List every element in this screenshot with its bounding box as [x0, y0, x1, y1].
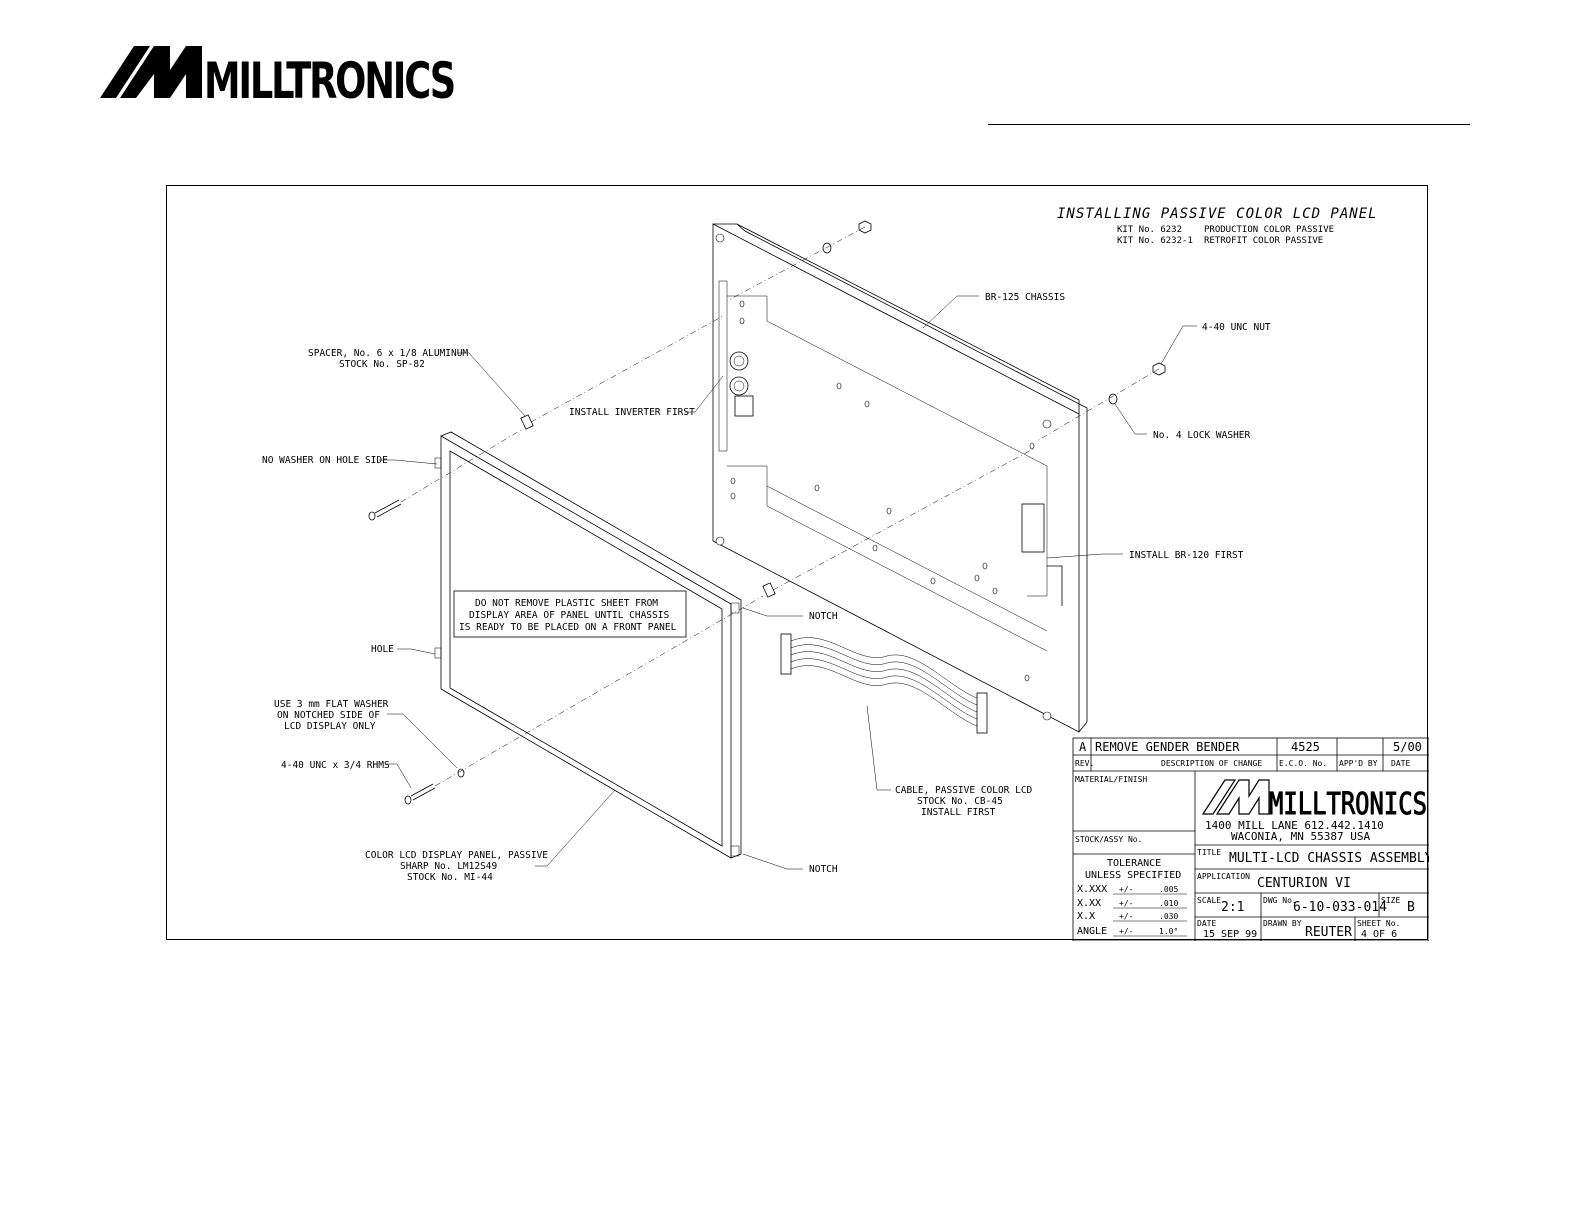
date-value: 15 SEP 99: [1203, 929, 1257, 940]
callout-panel-3: STOCK No. MI-44: [407, 872, 493, 883]
tol-pm-2: +/-: [1119, 899, 1133, 908]
warning-box: DO NOT REMOVE PLASTIC SHEET FROM DISPLAY…: [453, 590, 687, 638]
size-label: SIZE: [1381, 896, 1400, 905]
dwg-value: 6-10-033-014: [1293, 900, 1387, 915]
rev-letter: A: [1079, 740, 1087, 754]
callout-notch-top: NOTCH: [809, 611, 838, 622]
tol-key-3: X.X: [1077, 911, 1095, 922]
rev-eco: 4525: [1291, 740, 1320, 754]
warning-line-2: DISPLAY AREA OF PANEL UNTIL CHASSIS: [469, 610, 669, 621]
callout-flat-washer-2: ON NOTCHED SIDE OF: [277, 710, 380, 721]
hdr-eco: E.C.O. No.: [1279, 759, 1327, 768]
assembly-drawing: .ln { stroke:#000; stroke-width:0.8; fil…: [262, 206, 1429, 941]
hdr-date: DATE: [1391, 759, 1410, 768]
application-value: CENTURION VI: [1257, 876, 1351, 891]
tol-pm-1: +/-: [1119, 885, 1133, 894]
rev-date: 5/00: [1393, 740, 1422, 754]
drawn-value: REUTER: [1305, 925, 1352, 940]
sheet-label: SHEET No.: [1357, 919, 1400, 928]
application-label: APPLICATION: [1197, 872, 1250, 881]
callout-screw: 4-40 UNC x 3/4 RHMS: [281, 760, 390, 771]
tol-val-4: 1.0°: [1159, 927, 1178, 936]
hdr-description: DESCRIPTION OF CHANGE: [1161, 759, 1262, 768]
ribbon-cable: [780, 633, 988, 734]
callout-spacer-2: STOCK No. SP-82: [339, 359, 425, 370]
hdr-rev: REV.: [1075, 759, 1094, 768]
drawing-frame: .ln { stroke:#000; stroke-width:0.8; fil…: [166, 185, 1429, 941]
tol-val-2: .010: [1159, 899, 1178, 908]
callout-panel-1: COLOR LCD DISPLAY PANEL, PASSIVE: [365, 850, 548, 861]
drawing-title: INSTALLING PASSIVE COLOR LCD PANEL: [1057, 206, 1378, 222]
tol-val-3: .030: [1159, 912, 1178, 921]
callout-inverter: INSTALL INVERTER FIRST: [569, 407, 695, 418]
tol-pm-3: +/-: [1119, 912, 1133, 921]
title-label: TITLE: [1197, 848, 1221, 857]
scale-label: SCALE: [1197, 896, 1221, 905]
callouts: BR-125 CHASSIS 4-40 UNC NUT SPACER, No. …: [262, 292, 1271, 883]
rev-description: REMOVE GENDER BENDER: [1095, 740, 1240, 754]
sheet-value: 4 OF 6: [1361, 929, 1397, 940]
callout-no-washer: NO WASHER ON HOLE SIDE: [262, 455, 388, 466]
title-value: MULTI-LCD CHASSIS ASSEMBLY: [1229, 851, 1429, 866]
callout-flat-washer-3: LCD DISPLAY ONLY: [284, 721, 376, 732]
callout-br125: BR-125 CHASSIS: [985, 292, 1065, 303]
callout-notch-bottom: NOTCH: [809, 864, 838, 875]
material-label: MATERIAL/FINISH: [1075, 775, 1147, 784]
tol-key-4: ANGLE: [1077, 926, 1107, 937]
hdr-appd: APP'D BY: [1339, 759, 1378, 768]
tol-pm-4: +/-: [1119, 927, 1133, 936]
lcd-panel: [434, 431, 742, 859]
tol-key-2: X.XX: [1077, 898, 1101, 909]
tolerance-line-1: TOLERANCE: [1107, 858, 1161, 869]
milltronics-logo: MILLTRONICS: [100, 46, 457, 104]
kit-1-label: KIT No. 6232: [1117, 225, 1182, 235]
header-rule: [988, 124, 1470, 125]
callout-flat-washer-1: USE 3 mm FLAT WASHER: [274, 699, 389, 710]
title-block-logo: MILLTRONICS: [1201, 779, 1428, 823]
callout-nut: 4-40 UNC NUT: [1202, 322, 1271, 333]
spacers: [520, 315, 1036, 598]
callout-hole: HOLE: [371, 644, 394, 655]
warning-line-1: DO NOT REMOVE PLASTIC SHEET FROM: [475, 598, 658, 609]
kit-2-desc: RETROFIT COLOR PASSIVE: [1204, 236, 1323, 246]
top-hardware: [726, 220, 1166, 442]
tolerance-line-2: UNLESS SPECIFIED: [1085, 870, 1181, 881]
callout-cable-3: INSTALL FIRST: [921, 807, 996, 818]
tol-val-1: .005: [1159, 885, 1178, 894]
screws: [368, 429, 764, 805]
callout-cable-1: CABLE, PASSIVE COLOR LCD: [895, 785, 1033, 796]
callout-spacer-1: SPACER, No. 6 x 1/8 ALUMINUM: [308, 348, 468, 359]
title-block-logo-wordmark: MILLTRONICS: [1269, 787, 1427, 822]
callout-br120: INSTALL BR-120 FIRST: [1129, 550, 1244, 561]
address-line-1: 1400 MILL LANE 612.442.1410: [1205, 819, 1384, 832]
warning-line-3: IS READY TO BE PLACED ON A FRONT PANEL: [459, 622, 677, 633]
address-line-2: WACONIA, MN 55387 USA: [1231, 830, 1370, 843]
callout-cable-2: STOCK No. CB-45: [917, 796, 1003, 807]
date-label: DATE: [1197, 919, 1216, 928]
callout-lock-washer: No. 4 LOCK WASHER: [1153, 430, 1251, 441]
scale-value: 2:1: [1221, 900, 1244, 915]
drawn-label: DRAWN BY: [1263, 919, 1302, 928]
br125-chassis: [712, 223, 1088, 733]
title-block: A REMOVE GENDER BENDER 4525 5/00 REV. DE…: [1072, 737, 1429, 941]
logo-wordmark: MILLTRONICS: [204, 52, 454, 104]
stock-label: STOCK/ASSY No.: [1075, 835, 1142, 844]
dwg-label: DWG No.: [1263, 896, 1297, 905]
callout-panel-2: SHARP No. LM12S49: [400, 861, 498, 872]
kit-1-desc: PRODUCTION COLOR PASSIVE: [1204, 225, 1334, 235]
tol-key-1: X.XXX: [1077, 884, 1107, 895]
kit-2-label: KIT No. 6232-1: [1117, 236, 1193, 246]
size-value: B: [1407, 900, 1415, 915]
